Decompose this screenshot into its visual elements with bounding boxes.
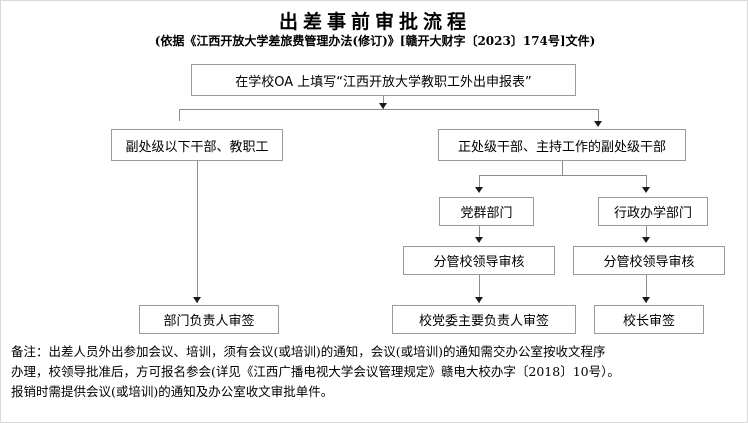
- node-label: 分管校领导审核: [603, 255, 695, 270]
- node-label: 部门负责人审签: [163, 314, 255, 329]
- page-subtitle: (依据《江西开放大学差旅费管理办法(修订)》[赣开大财字〔2023〕174号]文…: [154, 34, 596, 48]
- connector-split-left-stub: [179, 109, 180, 121]
- node-label: 校党委主要负责人审签: [418, 314, 549, 329]
- node-party-sec-sign[interactable]: 校党委主要负责人审签: [392, 305, 576, 334]
- connector-split-bar: [179, 109, 598, 110]
- node-party-dept[interactable]: 党群部门: [439, 197, 534, 226]
- connector-right-stem: [562, 161, 563, 175]
- arrow-admin-to-review: [642, 237, 650, 243]
- node-leader-review-right[interactable]: 分管校领导审核: [573, 246, 725, 275]
- arrow-oa-down: [379, 103, 387, 109]
- node-branch-left[interactable]: 副处级以下干部、教职工: [111, 129, 283, 161]
- node-label: 党群部门: [460, 206, 513, 221]
- arrow-party-dept: [475, 187, 483, 193]
- node-president-sign[interactable]: 校长审签: [594, 305, 704, 334]
- arrow-left-long: [193, 297, 201, 303]
- arrow-party-to-review: [475, 237, 483, 243]
- node-dept-head-sign[interactable]: 部门负责人审签: [139, 305, 279, 334]
- connector-review-to-party-sign: [479, 275, 480, 303]
- connector-to-party-dept: [479, 175, 480, 192]
- node-label: 行政办学部门: [613, 206, 692, 221]
- arrow-admin-dept: [642, 187, 650, 193]
- connector-to-admin-dept: [646, 175, 647, 192]
- connector-left-long: [197, 161, 198, 303]
- arrow-review-to-party-sign: [475, 297, 483, 303]
- node-branch-right[interactable]: 正处级干部、主持工作的副处级干部: [438, 129, 686, 161]
- node-label: 校长审签: [622, 314, 675, 329]
- page-title: 出差事前审批流程: [278, 11, 471, 33]
- footnote-line-3: 报销时需提供会议(或培训)的通知及办公室收文审批单件。: [11, 384, 334, 399]
- arrow-split-right: [594, 121, 602, 127]
- node-label: 正处级干部、主持工作的副处级干部: [457, 139, 666, 155]
- node-label: 分管校领导审核: [433, 255, 525, 270]
- footnote-line-1: 备注：出差人员外出参加会议、培训，须有会议(或培训)的通知，会议(或培训)的通知…: [11, 344, 606, 359]
- footnote-line-2: 办理，校领导批准后，方可报名参会(详见《江西广播电视大学会议管理规定》赣电大校办…: [11, 364, 620, 379]
- footnote: 备注：出差人员外出参加会议、培训，须有会议(或培训)的通知，会议(或培训)的通知…: [11, 342, 741, 402]
- node-leader-review-left[interactable]: 分管校领导审核: [403, 246, 555, 275]
- connector-party-to-review: [479, 226, 480, 242]
- node-label: 在学校OA 上填写“江西开放大学教职工外出申报表”: [235, 74, 532, 90]
- connector-admin-to-review: [646, 226, 647, 242]
- node-label: 副处级以下干部、教职工: [125, 139, 269, 155]
- connector-right-bar: [479, 175, 646, 176]
- node-oa-form[interactable]: 在学校OA 上填写“江西开放大学教职工外出申报表”: [191, 64, 576, 96]
- connector-split-right: [598, 109, 599, 126]
- arrow-review-to-president: [642, 297, 650, 303]
- node-admin-dept[interactable]: 行政办学部门: [598, 197, 708, 226]
- connector-oa-to-split: [383, 95, 384, 109]
- connector-review-to-president: [646, 275, 647, 303]
